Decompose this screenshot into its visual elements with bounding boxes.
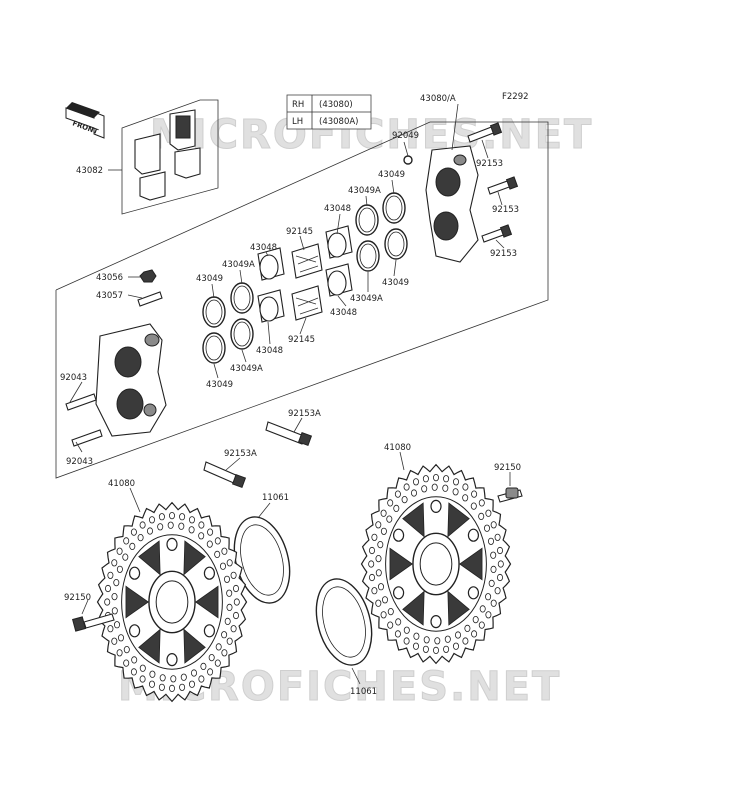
label-seal-r3: 43049 (382, 278, 409, 288)
label-pads: 43082 (76, 166, 103, 176)
label-pin: 43057 (96, 291, 123, 301)
label-washer: 92049 (392, 131, 419, 141)
label-nut: 43056 (96, 273, 123, 283)
brake-pads-icon (134, 109, 201, 201)
label-seal-l2: 43049 (196, 274, 223, 284)
label-seal-l3: 43049 (206, 380, 233, 390)
pin-icon (137, 291, 163, 307)
disc-bolt-right-icon (497, 487, 523, 503)
front-arrow-icon: FRONT (65, 102, 105, 139)
label-piston-r1: 43048 (324, 204, 351, 214)
caliper-right-icon (425, 145, 479, 263)
pad-box (121, 99, 219, 215)
caliper-left-icon (95, 323, 167, 437)
label-bolt-r1: 92153 (476, 159, 503, 169)
assembly-frame (55, 121, 549, 479)
mounting-bolts (65, 122, 519, 489)
label-piston-l1: 43048 (250, 243, 277, 253)
disc-bolt-left-icon (72, 613, 115, 632)
label-spring-bottom: 92145 (288, 335, 315, 345)
label-gasket-right: 11061 (350, 687, 377, 697)
nut-icon (139, 269, 157, 283)
part-labels: 43080/A 43082 43056 43057 92043 92043 92… (60, 94, 521, 697)
legend-lh-part: (43080A) (319, 117, 359, 127)
label-seal-r1: 43049 (378, 170, 405, 180)
seal-rings-left (202, 282, 254, 364)
label-caliper-assy: 43080/A (420, 94, 456, 104)
watermark-top: MICROFICHES.NET (150, 112, 593, 158)
pistons-left (257, 247, 285, 323)
label-seal-r4: 43049A (350, 294, 383, 304)
legend-table: RH (43080) LH (43080A) (286, 94, 372, 130)
label-bolt-l1: 92153A (288, 409, 321, 419)
label-bolt-l2: 92153A (224, 449, 257, 459)
leader-lines (69, 103, 511, 685)
brake-disc-right-icon (360, 463, 512, 665)
label-bolt-r3: 92153 (490, 249, 517, 259)
seal-rings-right (355, 192, 408, 272)
legend-lh: LH (292, 117, 303, 127)
label-bleeder-bottom: 92043 (66, 457, 93, 467)
brake-disc-left-icon (96, 501, 248, 703)
legend-rh: RH (292, 100, 304, 110)
diagram-code: F2292 (502, 92, 529, 102)
pistons-right (325, 225, 353, 297)
label-seal-r2: 43049A (348, 186, 381, 196)
label-bleeder-top: 92043 (60, 373, 87, 383)
label-spring-top: 92145 (286, 227, 313, 237)
label-disc-bolt-left: 92150 (64, 593, 91, 603)
label-disc-left: 41080 (108, 479, 135, 489)
label-seal-l1: 43049A (222, 260, 255, 270)
label-gasket-left: 11061 (262, 493, 289, 503)
gasket-right-icon (315, 578, 373, 666)
label-bolt-r2: 92153 (492, 205, 519, 215)
label-disc-bolt-right: 92150 (494, 463, 521, 473)
label-piston-r2: 43048 (330, 308, 357, 318)
label-seal-l4: 43049A (230, 364, 263, 374)
legend-rh-part: (43080) (319, 100, 353, 110)
label-piston-l2: 43048 (256, 346, 283, 356)
springs (291, 243, 323, 321)
label-disc-right: 41080 (384, 443, 411, 453)
